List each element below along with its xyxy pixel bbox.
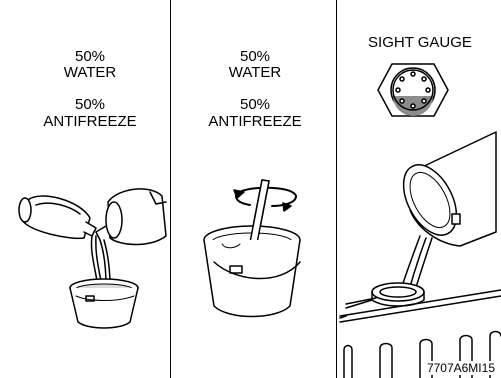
figure-code: 7707A6MI15 [425,361,497,375]
mixing-bucket-2 [204,180,300,317]
pouring-bucket [393,132,496,246]
left-pour-container [19,196,96,238]
sight-gauge [378,64,448,116]
mixing-bucket-1 [70,279,138,328]
right-pour-container [96,189,166,245]
